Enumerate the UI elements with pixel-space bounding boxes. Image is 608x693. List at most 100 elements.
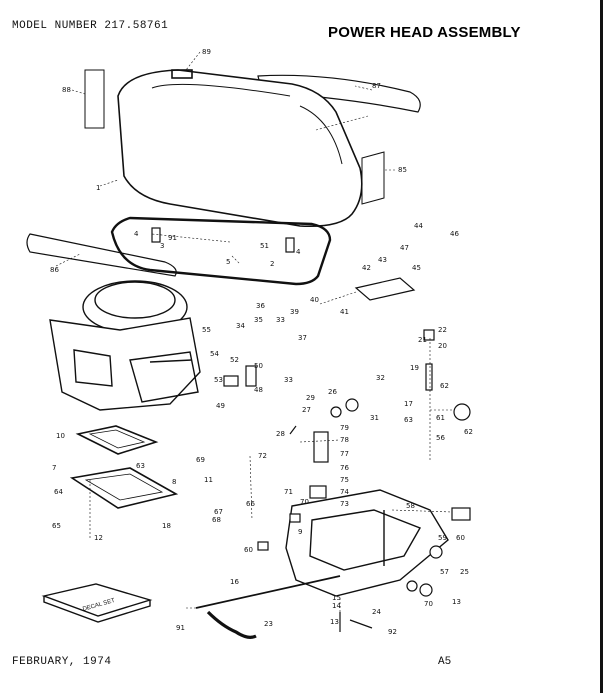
- leader-lines: [55, 51, 454, 612]
- callout: 28: [276, 430, 285, 438]
- callout: 4: [296, 248, 301, 256]
- callout: 91: [176, 624, 185, 632]
- callout: 15: [332, 594, 341, 602]
- callout: 58: [406, 502, 415, 510]
- callout: 77: [340, 450, 349, 458]
- callout: 66: [246, 500, 255, 508]
- callout: 20: [438, 342, 447, 350]
- engine-block: [49, 280, 201, 411]
- callout: 29: [306, 394, 315, 402]
- callout: 51: [260, 242, 269, 250]
- reed-plate: [69, 467, 179, 509]
- callout: 13: [330, 618, 339, 626]
- callout: 43: [378, 256, 387, 264]
- callout-labels: 89 88 87 1 85 4 3 91 51 2 4 44 47 46 43 …: [50, 48, 473, 636]
- callout: 65: [52, 522, 61, 530]
- callout: 59: [438, 534, 447, 542]
- callout: 41: [340, 308, 349, 316]
- callout: 62: [440, 382, 449, 390]
- callout: 71: [284, 488, 293, 496]
- callout: 67: [214, 508, 223, 516]
- callout: 5: [226, 258, 230, 266]
- callout: 92: [388, 628, 397, 636]
- fuel-hose: [206, 610, 257, 639]
- lower-housing: [285, 489, 449, 597]
- callout: 10: [56, 432, 65, 440]
- decal-86: [26, 233, 177, 277]
- callout: 56: [436, 434, 445, 442]
- intake-gasket: [75, 425, 159, 455]
- callout: 27: [302, 406, 311, 414]
- callout: 86: [50, 266, 59, 274]
- callout: 48: [254, 386, 263, 394]
- callout: 42: [362, 264, 371, 272]
- callout: 44: [414, 222, 423, 230]
- page-edge-bar: [600, 0, 603, 693]
- cover-gasket: [110, 216, 332, 286]
- callout: 46: [450, 230, 459, 238]
- callout: 2: [270, 260, 274, 268]
- small-parts: [151, 227, 471, 632]
- callout: 9: [298, 528, 302, 536]
- callout: 17: [404, 400, 413, 408]
- callout: 60: [456, 534, 465, 542]
- callout: 68: [212, 516, 221, 524]
- callout: 62: [464, 428, 473, 436]
- callout: 60: [244, 546, 253, 554]
- decal-87: [257, 74, 421, 113]
- callout: 85: [398, 166, 407, 174]
- callout: 72: [258, 452, 267, 460]
- callout: 26: [328, 388, 337, 396]
- callout: 55: [202, 326, 211, 334]
- callout: 36: [256, 302, 265, 310]
- callout: 91: [168, 234, 177, 242]
- publication-date: FEBRUARY, 1974: [12, 656, 112, 668]
- callout: 12: [94, 534, 103, 542]
- callout: 3: [160, 242, 164, 250]
- callout: 74: [340, 488, 349, 496]
- diagram-title: POWER HEAD ASSEMBLY: [328, 24, 521, 41]
- callout: 75: [340, 476, 349, 484]
- callout: 50: [254, 362, 263, 370]
- motor-cover: [117, 69, 363, 228]
- callout: 49: [216, 402, 225, 410]
- callout: 52: [230, 356, 239, 364]
- callout: 4: [134, 230, 139, 238]
- callout: 32: [376, 374, 385, 382]
- callout: 37: [298, 334, 307, 342]
- callout: 14: [332, 602, 341, 610]
- callout: 45: [412, 264, 421, 272]
- callout: 40: [310, 296, 319, 304]
- callout: 64: [54, 488, 63, 496]
- linkage-rod: [195, 575, 341, 609]
- callout: 16: [230, 578, 239, 586]
- callout: 35: [254, 316, 263, 324]
- callout: 24: [372, 608, 381, 616]
- callout: 25: [460, 568, 469, 576]
- callout: 76: [340, 464, 349, 472]
- callout: 89: [202, 48, 211, 56]
- page-number: A5: [438, 656, 452, 668]
- callout: 70: [300, 498, 309, 506]
- callout: 34: [236, 322, 245, 330]
- callout: 88: [62, 86, 71, 94]
- callout: 63: [136, 462, 145, 470]
- callout: 19: [410, 364, 419, 372]
- callout: 69: [196, 456, 205, 464]
- callout: 11: [204, 476, 213, 484]
- callout: 63: [404, 416, 413, 424]
- callout: 78: [340, 436, 349, 444]
- callout: 53: [214, 376, 223, 384]
- callout: 70: [424, 600, 433, 608]
- callout: 1: [96, 184, 100, 192]
- callout: 39: [290, 308, 299, 316]
- callout: 33: [284, 376, 293, 384]
- callout: 13: [452, 598, 461, 606]
- callout: 61: [436, 414, 445, 422]
- callout: 47: [400, 244, 409, 252]
- callout: 73: [340, 500, 349, 508]
- callout: 57: [440, 568, 449, 576]
- model-number: MODEL NUMBER 217.58761: [12, 20, 169, 32]
